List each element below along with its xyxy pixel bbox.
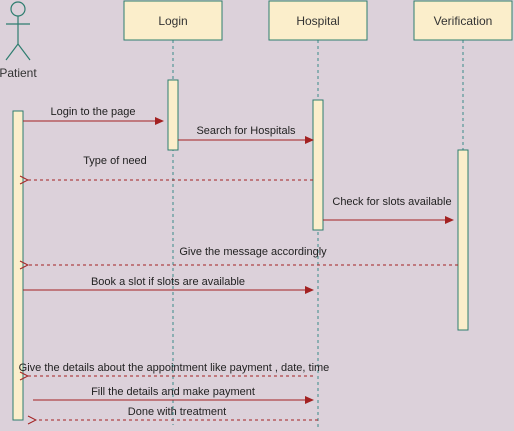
message-done-treatment: Done with treatment xyxy=(36,406,318,420)
message-label: Fill the details and make payment xyxy=(91,386,255,398)
message-label: Check for slots available xyxy=(332,196,451,208)
participant-label: Verification xyxy=(434,14,493,28)
message-give-message: Give the message accordingly xyxy=(28,246,458,265)
actor-label: Patient xyxy=(0,66,37,80)
message-label: Done with treatment xyxy=(128,406,226,418)
patient-actor: Patient xyxy=(0,1,37,80)
message-search-hospitals: Search for Hospitals xyxy=(178,125,314,144)
stick-figure-icon xyxy=(5,1,31,61)
activation-verification xyxy=(457,149,469,331)
activation-login xyxy=(167,79,179,151)
message-label: Search for Hospitals xyxy=(196,125,296,137)
participant-verification: Verification xyxy=(413,0,513,41)
message-appointment-details: Give the details about the appointment l… xyxy=(19,362,330,376)
message-label: Give the message accordingly xyxy=(179,246,327,258)
message-label: Login to the page xyxy=(50,106,135,118)
message-check-slots: Check for slots available xyxy=(323,196,454,224)
message-label: Give the details about the appointment l… xyxy=(19,362,330,374)
message-label: Book a slot if slots are available xyxy=(91,276,245,288)
message-login-to-page: Login to the page xyxy=(23,106,164,125)
activation-bars xyxy=(12,79,469,421)
message-fill-details: Fill the details and make payment xyxy=(33,386,314,404)
activation-hospital xyxy=(312,99,324,231)
participant-label: Login xyxy=(158,14,187,28)
message-type-of-need: Type of need xyxy=(28,155,313,180)
message-book-slot: Book a slot if slots are available xyxy=(23,276,314,294)
participant-login: Login xyxy=(123,0,223,41)
message-label: Type of need xyxy=(83,155,147,167)
participant-label: Hospital xyxy=(296,14,339,28)
participant-hospital: Hospital xyxy=(268,0,368,41)
